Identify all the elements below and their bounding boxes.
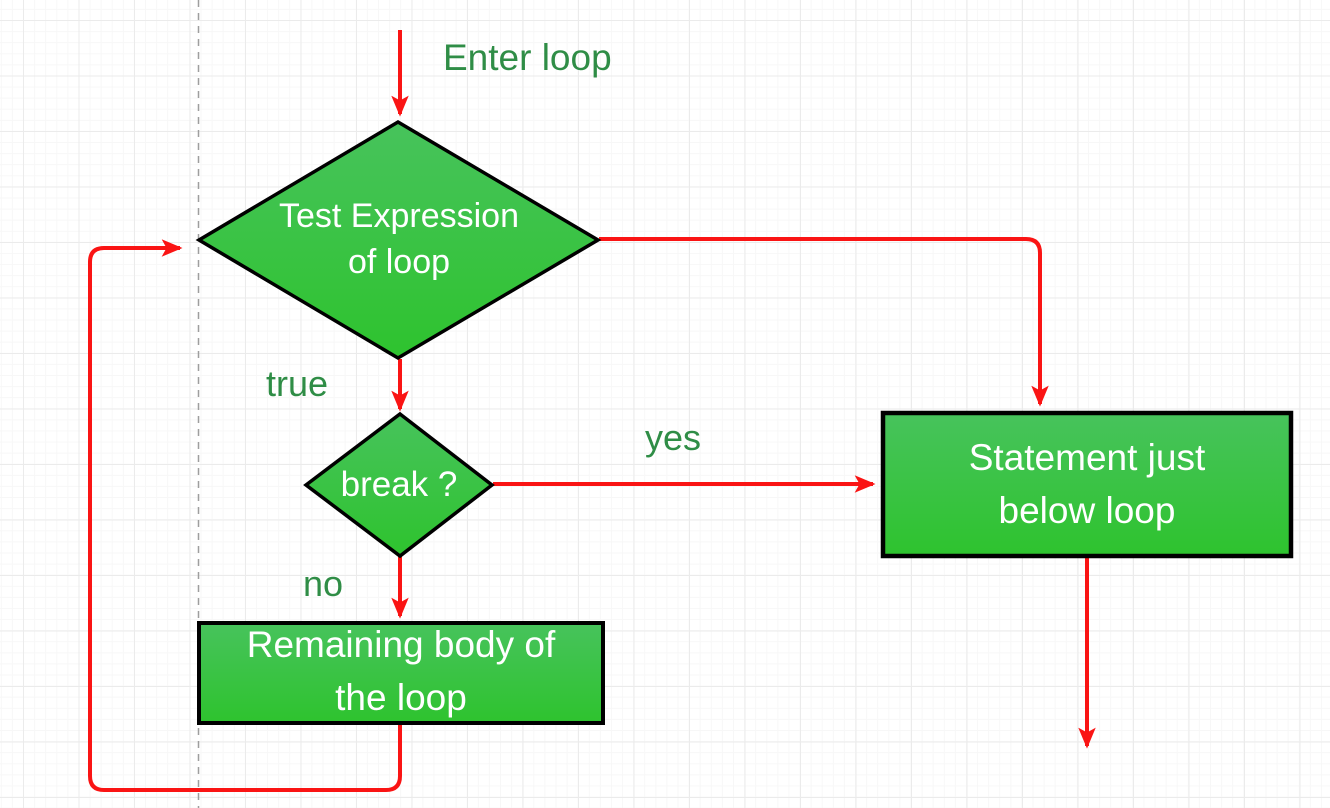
test-expression-diamond [195, 119, 602, 361]
enter-loop-label: Enter loop [443, 37, 612, 78]
statement-below-loop-rect [880, 410, 1294, 559]
yes-edge-label: yes [645, 417, 702, 458]
statement-below-loop-label: Statement just below loop [968, 436, 1206, 531]
no-edge-label: no [303, 563, 344, 604]
edge-false-to-statement-below [599, 237, 1049, 407]
remaining-body-label: Remaining body of the loop [246, 623, 556, 718]
remaining-body-rect [197, 621, 605, 725]
true-edge-label: true [266, 363, 329, 404]
edge-loop-back-to-test [88, 239, 402, 792]
break-check-label: break ? [340, 465, 458, 504]
break-check-diamond [303, 411, 495, 559]
test-expression-label: Test Expression of loop [279, 197, 519, 281]
